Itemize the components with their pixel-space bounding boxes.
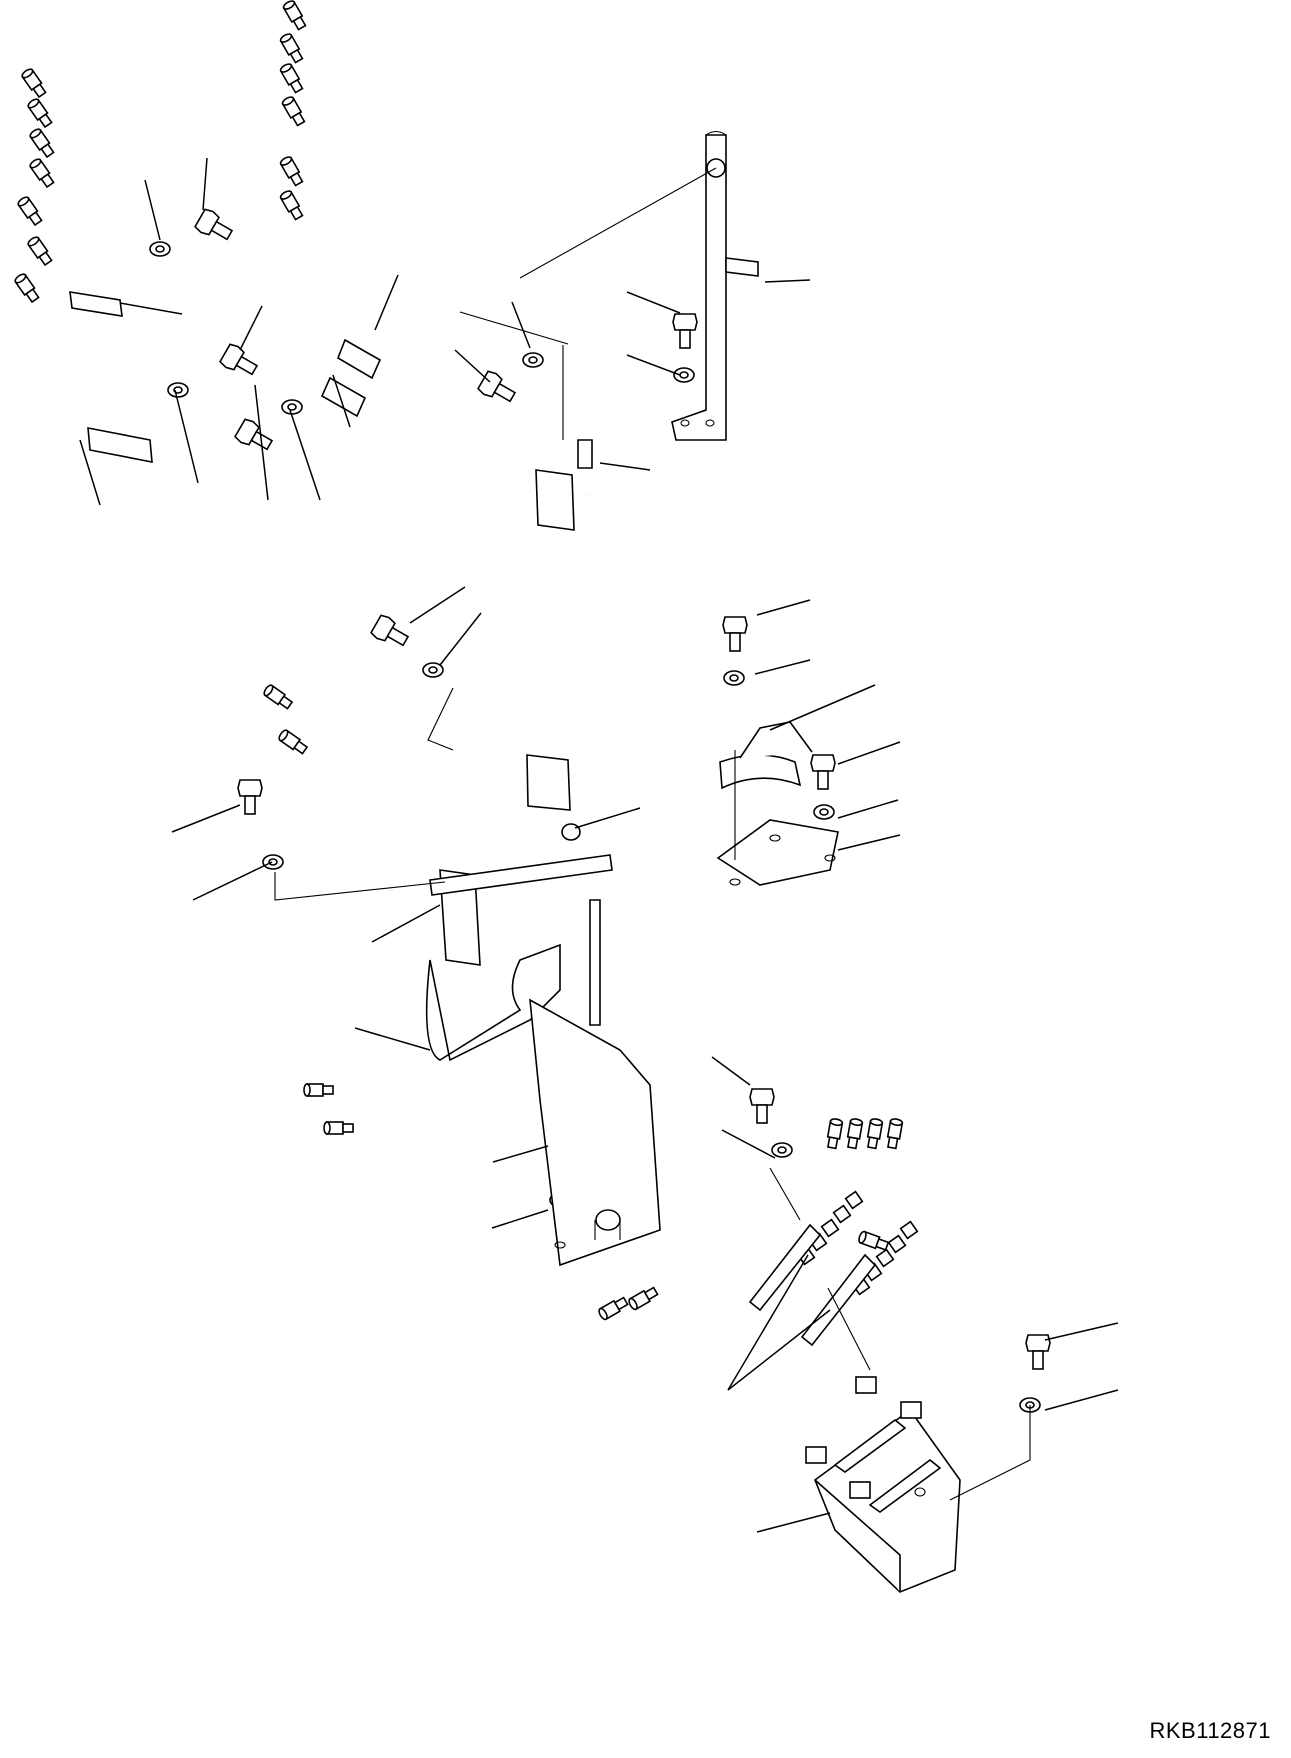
assembly-lines	[274, 167, 1031, 1501]
drawing-code-label: RKB112871	[1149, 1718, 1271, 1743]
hose-fittings	[14, 0, 919, 1321]
washer-icon	[149, 241, 1041, 1413]
hose-clamp-icon	[69, 291, 593, 841]
support-bracket-icon	[425, 854, 661, 1267]
cover-plate-icon	[748, 1223, 877, 1347]
connector-block-icon	[805, 1376, 961, 1593]
mounting-bracket-icon	[716, 721, 839, 886]
vertical-bracket-icon	[671, 130, 759, 441]
leader-lines	[79, 157, 1119, 1533]
